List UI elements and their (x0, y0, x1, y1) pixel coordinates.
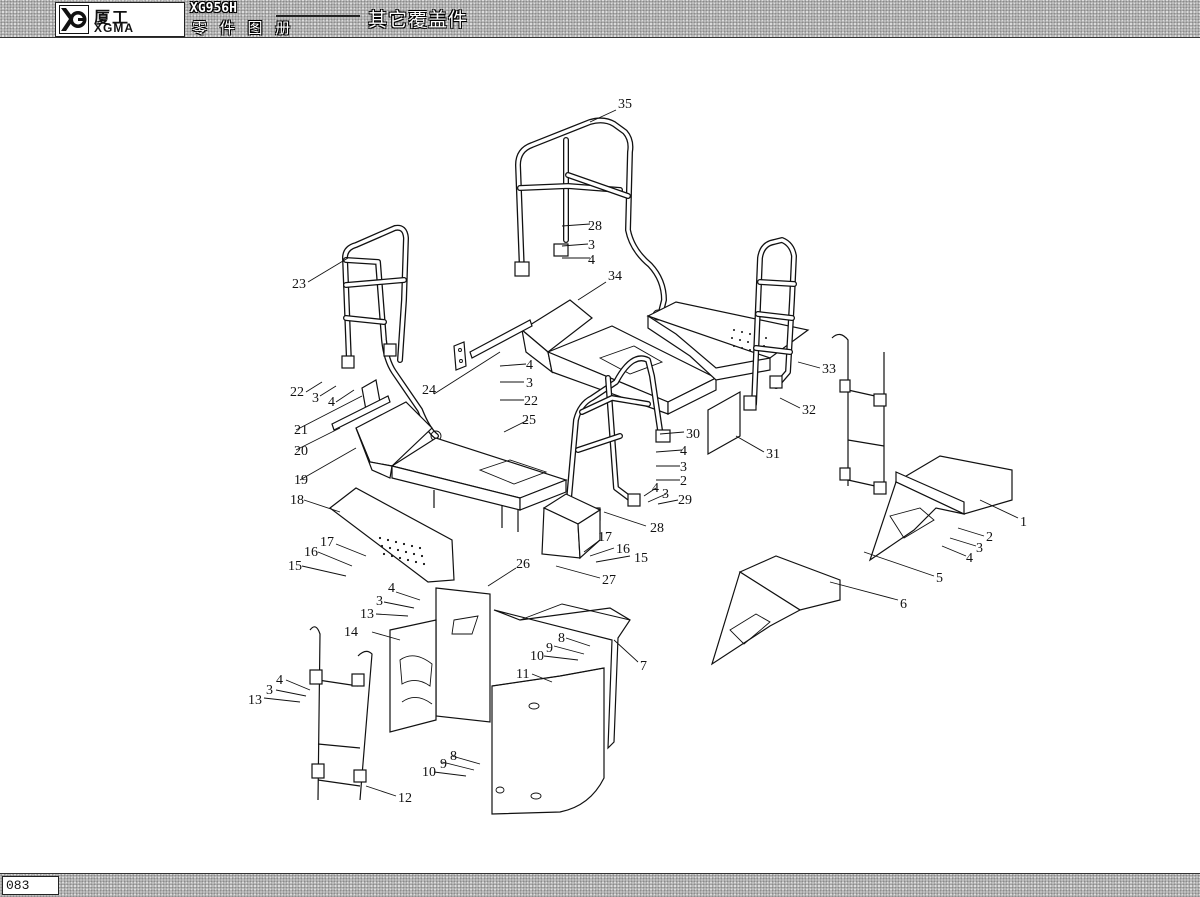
model-number: XG956H (190, 1, 237, 16)
callout-label: 4 (328, 395, 335, 410)
callout-label: 8 (450, 749, 457, 764)
part-21-bracket (331, 379, 391, 431)
callout-label: 22 (290, 385, 304, 400)
callout-label: 21 (294, 423, 308, 438)
callout-label: 30 (686, 427, 700, 442)
callout-label: 33 (822, 362, 836, 377)
part-19-left-platform (355, 401, 568, 532)
callout-label: 27 (602, 573, 616, 588)
part-35-rear-guardrail (514, 117, 667, 321)
part-7-edge-strip (493, 603, 631, 750)
callout-label: 14 (344, 625, 358, 640)
callout-label: 22 (524, 394, 538, 409)
callout-label: 17 (598, 530, 612, 545)
callout-label: 11 (516, 667, 529, 682)
callout-label: 4 (526, 358, 533, 373)
page-number: 083 (2, 876, 59, 895)
callout-label: 4 (680, 444, 687, 459)
callout-label: 32 (802, 403, 816, 418)
part-24-bracket (453, 319, 533, 371)
callout-label: 3 (976, 541, 983, 556)
callout-label: 19 (294, 473, 308, 488)
title-divider (276, 15, 360, 17)
part-1-right-fender (868, 455, 1013, 562)
book-title: 零 件 图 册 (192, 19, 295, 37)
brand-logo: 厦工 XGMA (55, 2, 185, 37)
callout-label: 17 (320, 535, 334, 550)
part-14-step-frame (389, 619, 437, 733)
part-6-left-fender (710, 555, 841, 666)
callout-label: 10 (422, 765, 436, 780)
callout-label: 35 (618, 97, 632, 112)
part-27-step-box (541, 493, 602, 560)
callout-label: 3 (376, 594, 383, 609)
part-31-cover-plate (707, 390, 741, 456)
callout-label: 13 (248, 693, 262, 708)
callout-label: 4 (966, 551, 973, 566)
callout-label: 3 (266, 683, 273, 698)
callout-label: 29 (678, 493, 692, 508)
callout-label: 9 (440, 757, 447, 772)
callout-label: 34 (608, 269, 622, 284)
part-ladder-right (831, 333, 887, 495)
exploded-parts-diagram: 35 28 3 4 23 34 24 4 3 22 22 3 4 21 20 1… (248, 97, 1027, 815)
callout-label: 10 (530, 649, 544, 664)
callout-label: 25 (522, 413, 536, 428)
callout-label: 3 (680, 460, 687, 475)
callout-label: 28 (588, 219, 602, 234)
callout-label: 4 (276, 673, 283, 688)
callout-label: 16 (304, 545, 318, 560)
xgma-logo-icon (59, 5, 89, 34)
callout-label: 4 (588, 253, 595, 268)
brand-name-chinese: 厦工 (94, 8, 131, 27)
callout-label: 12 (398, 791, 412, 806)
callout-labels: 35 28 3 4 23 34 24 4 3 22 22 3 4 21 20 1… (248, 97, 1027, 806)
callout-label: 3 (526, 376, 533, 391)
part-32-right-guardrail (743, 237, 797, 411)
callout-label: 20 (294, 444, 308, 459)
callout-label: 5 (936, 571, 943, 586)
callout-label: 9 (546, 641, 553, 656)
callout-label: 15 (634, 551, 648, 566)
leader-lines (263, 109, 1019, 797)
callout-label: 3 (662, 487, 669, 502)
section-title: 其它覆盖件 (368, 9, 469, 31)
callout-label: 4 (652, 481, 659, 496)
callout-label: 16 (616, 542, 630, 557)
callout-label: 28 (650, 521, 664, 536)
callout-label: 2 (680, 474, 687, 489)
part-12-left-ladder (309, 626, 373, 801)
callout-label: 15 (288, 559, 302, 574)
callout-label: 8 (558, 631, 565, 646)
callout-label: 24 (422, 383, 436, 398)
callout-label: 1 (1020, 515, 1027, 530)
callout-label: 13 (360, 607, 374, 622)
callout-label: 18 (290, 493, 304, 508)
callout-label: 3 (588, 238, 595, 253)
part-11-side-cover (491, 667, 605, 815)
brand-name-english: XGMA (94, 21, 134, 35)
callout-label: 31 (766, 447, 780, 462)
callout-label: 7 (640, 659, 647, 674)
callout-label: 26 (516, 557, 530, 572)
callout-label: 2 (986, 530, 993, 545)
part-26-mounting-plate (435, 587, 491, 723)
callout-label: 6 (900, 597, 907, 612)
part-18-perforated-side-panel (329, 487, 455, 583)
page-header: 厦工 XGMA XG956H 零 件 图 册 其它覆盖件 (0, 0, 1200, 38)
callout-label: 23 (292, 277, 306, 292)
callout-label: 3 (312, 391, 319, 406)
callout-label: 4 (388, 581, 395, 596)
page-footer: 083 (0, 873, 1200, 897)
